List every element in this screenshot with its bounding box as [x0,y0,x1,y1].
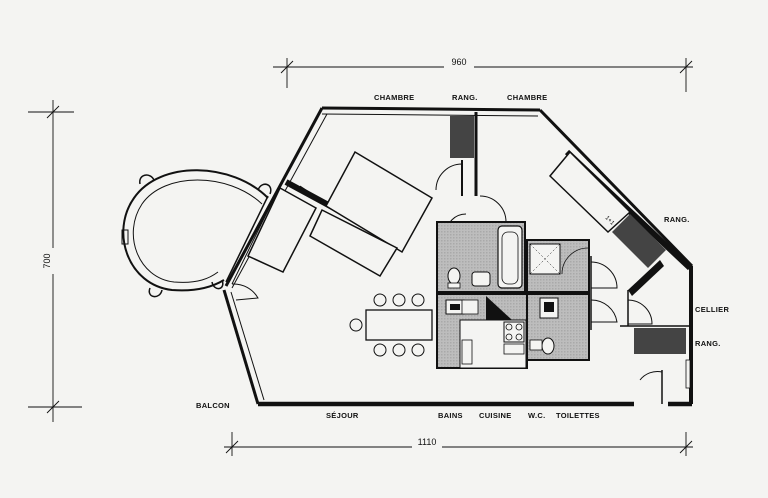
closet-top [450,116,474,158]
label-cellier: CELLIER [695,305,729,314]
dimension-top: 960 [273,57,693,92]
closet-right [612,214,666,268]
label-chambre-1: CHAMBRE [374,93,414,102]
label-bains: BAINS [438,411,463,420]
door-arc-entry [639,371,663,400]
door-arc-1 [435,163,463,191]
label-toilettes: TOILETTES [556,411,600,420]
label-rang-bottom: RANG. [695,339,721,348]
dimension-left-label: 700 [42,253,52,268]
wc-room [526,293,590,361]
label-rang-top: RANG. [452,93,478,102]
wardrobe-right: 1+1 [548,150,632,234]
label-balcon: BALCON [196,401,230,410]
cellier-wall [628,260,664,296]
label-wc: W.C. [528,411,545,420]
shower-room [526,239,590,293]
label-cuisine: CUISINE [479,411,512,420]
bathroom [436,221,526,293]
bed-2 [309,208,399,278]
door-arc-balcony [231,283,259,301]
bed-1 [325,150,434,254]
dimension-top-label: 960 [451,57,466,67]
label-sejour: SÉJOUR [326,411,359,420]
kitchen [436,293,528,369]
door-arc-cellier [627,299,653,325]
dimension-bottom: 1110 [224,432,693,456]
balcony [121,169,275,298]
wardrobe-left [246,186,317,273]
svg-text:1+1: 1+1 [604,215,616,227]
dimension-left: 700 [28,100,82,422]
door-arc-5 [590,299,618,323]
dimension-bottom-label: 1110 [418,437,437,447]
label-rang-right: RANG. [664,215,690,224]
door-arc-4 [590,261,618,289]
label-chambre-2: CHAMBRE [507,93,547,102]
door-arc-2 [479,195,507,223]
dining-set [349,293,433,357]
closet-bottom [634,328,686,354]
